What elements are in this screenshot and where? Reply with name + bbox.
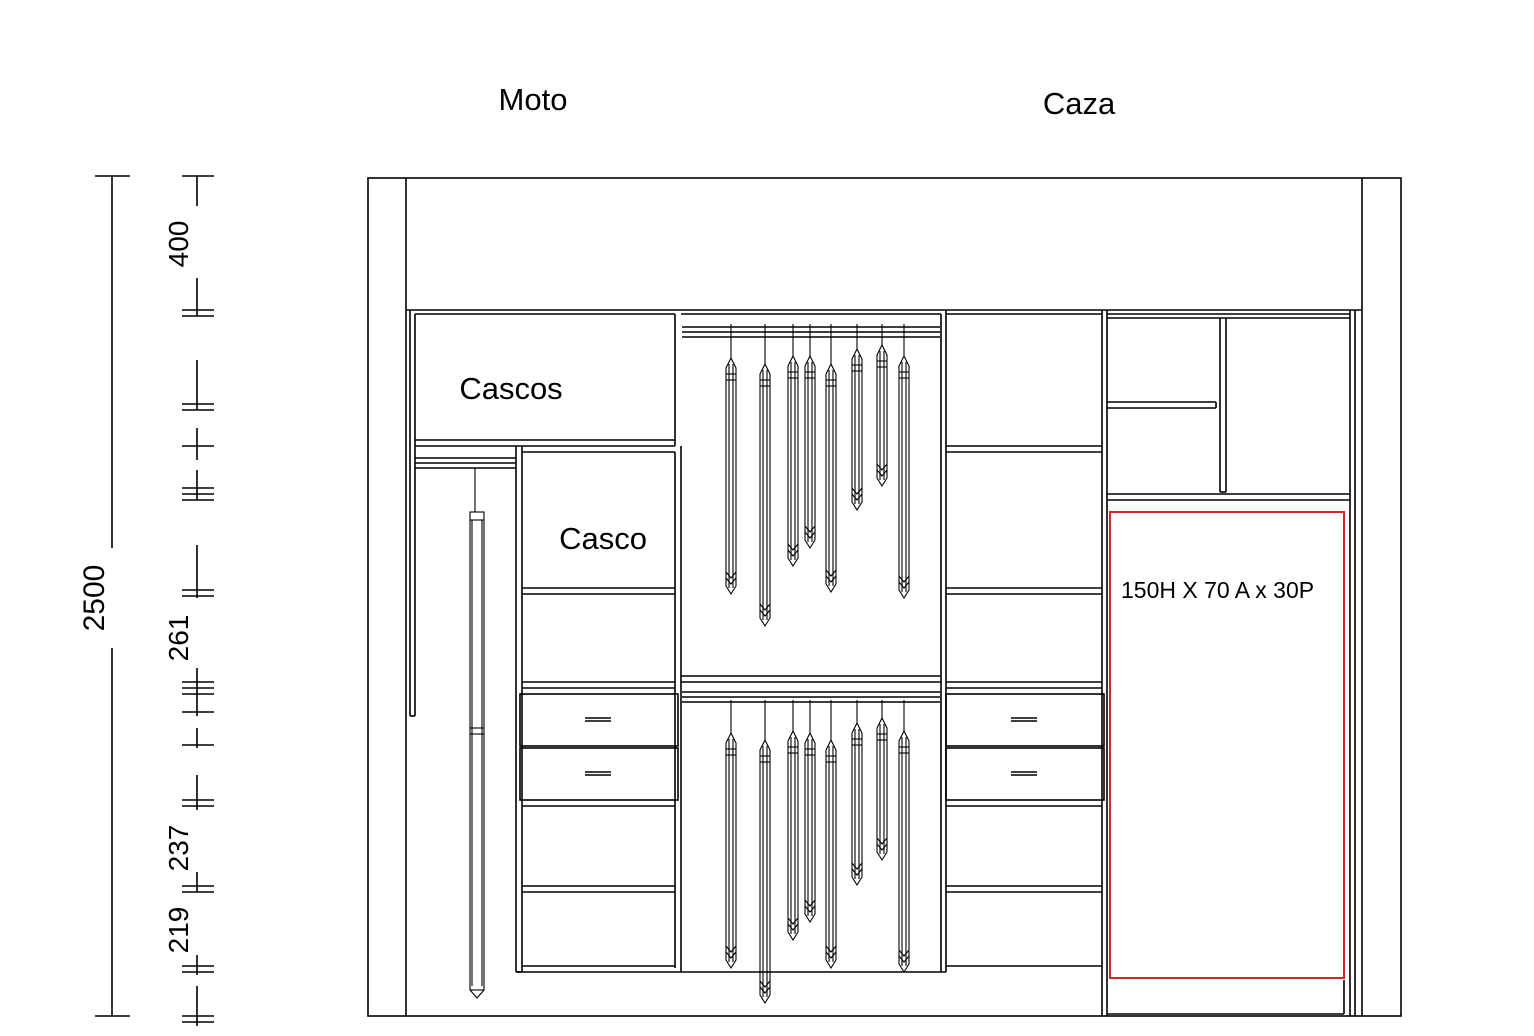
hanging-garment [804, 324, 816, 550]
title-caza: Caza [1043, 86, 1116, 121]
right-shelf-module [945, 310, 1108, 1016]
label-box-dims: 150H X 70 A x 30P [1121, 577, 1314, 603]
label-casco: Casco [559, 521, 647, 556]
hanging-garment [759, 700, 771, 1005]
hangers-lower-rod [725, 700, 910, 1005]
far-right-module [1107, 310, 1356, 1016]
label-cascos: Cascos [459, 371, 562, 406]
dimension-line-total [95, 175, 130, 1017]
hangers-upper-rod [725, 324, 910, 628]
hanging-garment [787, 700, 799, 942]
hanging-garment [851, 324, 863, 512]
title-moto: Moto [499, 82, 568, 117]
hanging-garment [898, 324, 910, 600]
hanging-garment [759, 324, 771, 628]
left-module [409, 310, 682, 999]
hanging-garment [825, 324, 837, 594]
hanging-garment [851, 700, 863, 887]
dimension-top-section: 400 [163, 221, 194, 268]
dimension-mid-section: 261 [163, 615, 194, 662]
storage-box-outline [1109, 511, 1345, 979]
hanging-garment [725, 700, 737, 970]
hanging-garment [898, 700, 910, 974]
hanging-garment [804, 700, 816, 924]
dimension-total-height: 2500 [78, 565, 111, 632]
hanging-garment [787, 324, 799, 568]
hanging-garment [876, 700, 888, 862]
dimension-line-sections [182, 175, 214, 1026]
dimension-lower-a: 237 [163, 825, 194, 872]
center-hanging-module [681, 310, 947, 973]
wardrobe-frame [367, 177, 1402, 1017]
hanging-garment [876, 324, 888, 488]
hanging-garment [725, 324, 737, 596]
dimension-lower-b: 219 [163, 907, 194, 954]
hanging-garment [825, 700, 837, 970]
